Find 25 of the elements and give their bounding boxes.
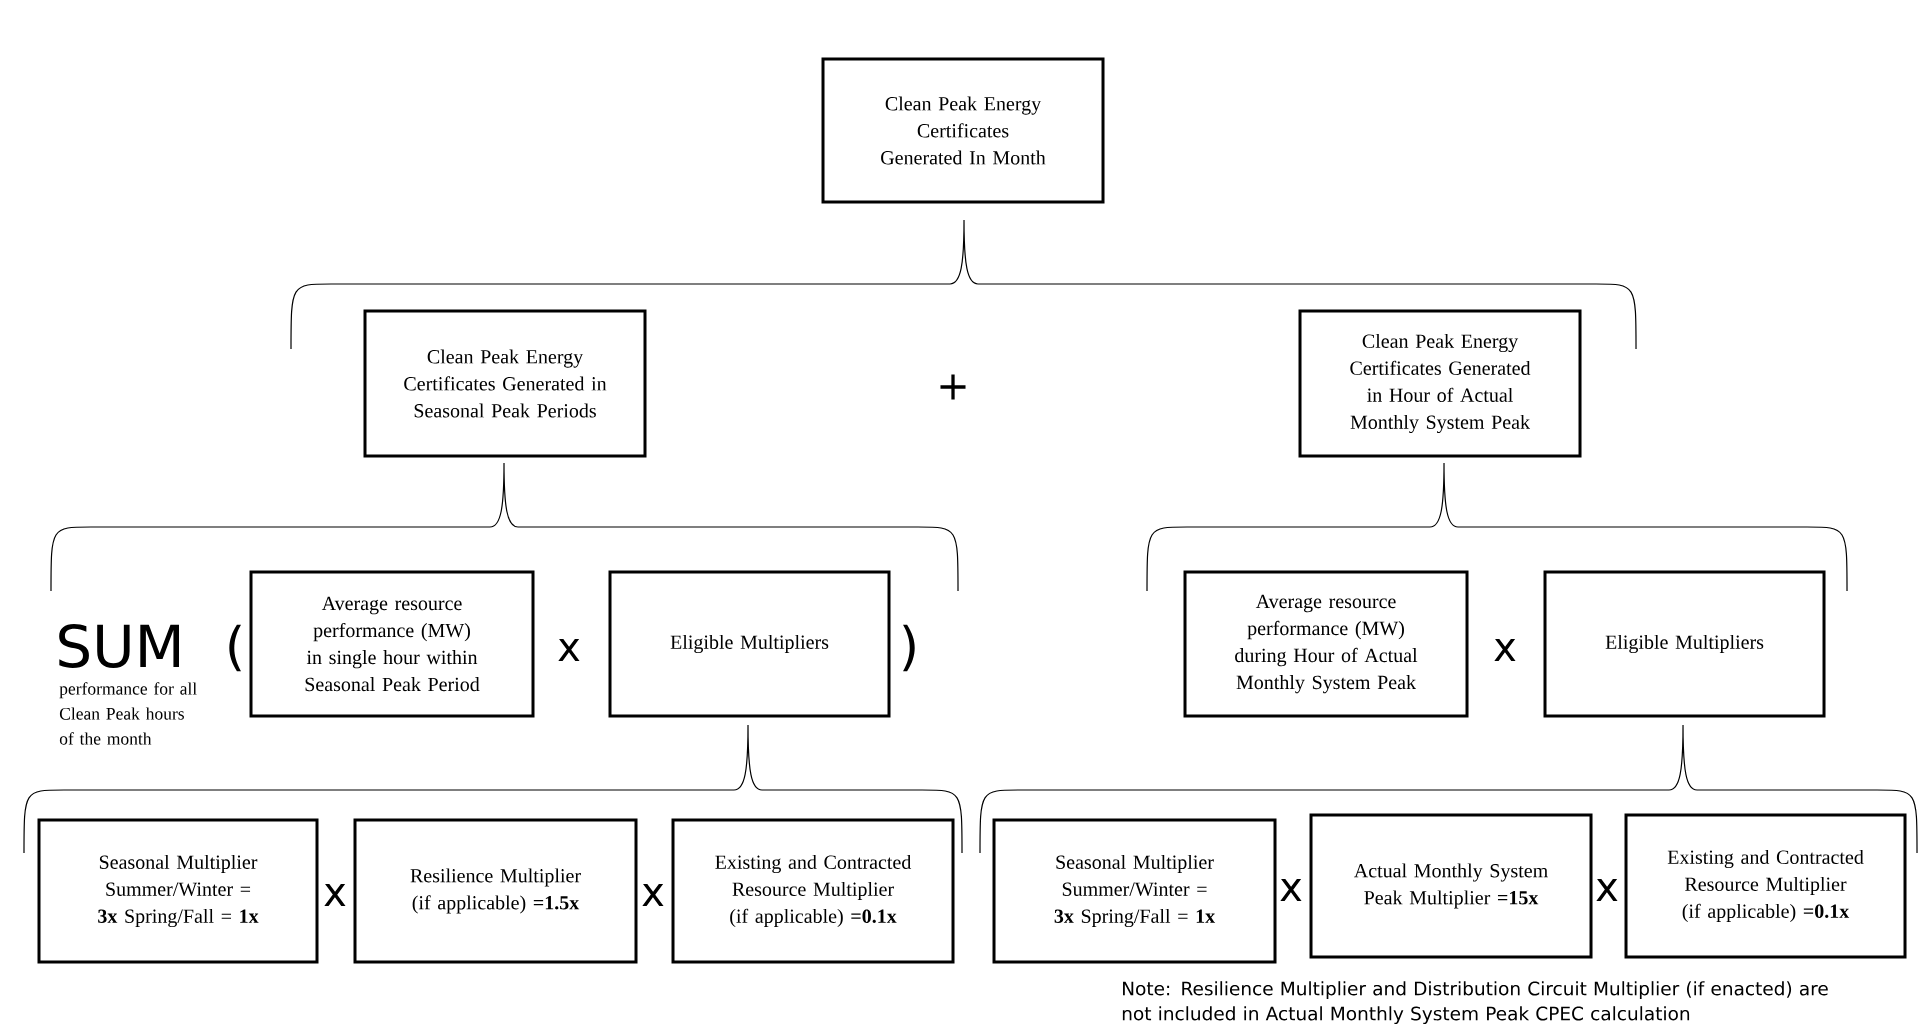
process-box: Seasonal Multiplier Summer/Winter = 3x Spring/Fall = 1x — [992, 818, 1277, 964]
process-box: Average resource performance (MW) during Hour of Actual Monthly System Peak — [1183, 570, 1469, 718]
process-box: Resilience Multiplier (if applicable) =1.5x — [353, 818, 638, 964]
operator-sign: x — [642, 884, 664, 906]
note-text: Note: Resilience Multiplier and Distribution Circuit Multiplier (if enacted) are not included in Actual Monthly System Peak CPEC calculation — [1122, 981, 1828, 1025]
operator-sign: x — [1280, 879, 1302, 901]
process-box: Clean Peak Energy Certificates Generated In Month — [821, 57, 1105, 204]
note-text: performance for all Clean Peak hours of the month — [59, 682, 197, 745]
process-box: Eligible Multipliers — [1543, 570, 1826, 718]
operator-sign: + — [940, 374, 966, 400]
sum-label: SUM — [59, 624, 179, 668]
process-box: Actual Monthly System Peak Multiplier =15x — [1309, 813, 1593, 959]
process-box: Existing and Contracted Resource Multiplier (if applicable) =0.1x — [671, 818, 955, 964]
operator-sign: x — [558, 639, 580, 661]
parenthesis: ( — [229, 624, 241, 672]
operator-sign: x — [1596, 879, 1618, 901]
process-box: Seasonal Multiplier Summer/Winter = 3x Spring/Fall = 1x — [37, 818, 319, 964]
process-box: Clean Peak Energy Certificates Generated in Hour of Actual Monthly System Peak — [1298, 309, 1582, 458]
process-box: Clean Peak Energy Certificates Generated in Seasonal Peak Periods — [363, 309, 647, 458]
operator-sign: x — [324, 884, 346, 906]
operator-sign: x — [1494, 639, 1516, 661]
process-box: Eligible Multipliers — [608, 570, 891, 718]
process-box: Existing and Contracted Resource Multiplier (if applicable) =0.1x — [1624, 813, 1907, 959]
parenthesis: ) — [903, 624, 915, 672]
process-box: Average resource performance (MW) in single hour within Seasonal Peak Period — [249, 570, 535, 718]
